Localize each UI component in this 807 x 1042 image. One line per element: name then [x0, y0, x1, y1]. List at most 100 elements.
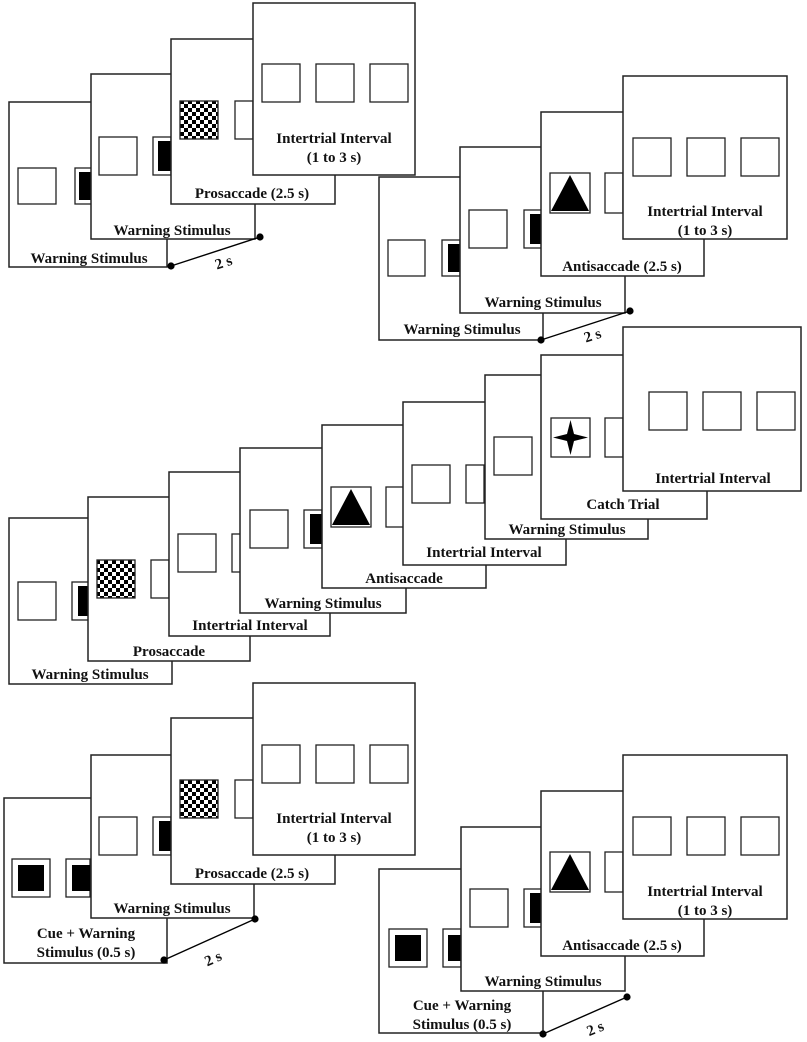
duration-label: 2 s — [585, 1019, 607, 1040]
left-placeholder-box — [98, 816, 138, 856]
center-placeholder-box — [702, 391, 742, 431]
center-placeholder-box — [315, 744, 355, 784]
label-cue-duration: Stimulus (0.5 s) — [37, 945, 136, 961]
right-placeholder-box — [369, 63, 409, 103]
frame-intertrial-interval: Intertrial Interval (1 to 3 s) — [622, 754, 788, 920]
checkerboard-icon — [179, 100, 219, 140]
left-placeholder-box — [261, 744, 301, 784]
label-warning-stimulus: Warning Stimulus — [113, 901, 230, 917]
panel-c-mixed-sequence: Warning Stimulus Prosaccade Intertrial I… — [8, 326, 802, 685]
right-placeholder-box — [604, 172, 624, 214]
timeline-a: 2 s — [167, 233, 264, 274]
frame-intertrial-interval: Intertrial Interval (1 to 3 s) — [252, 682, 416, 856]
panel-b-antisaccade-sequence: Warning Stimulus Warning Stimulus Antisa… — [378, 75, 788, 347]
checkerboard-icon — [179, 779, 219, 819]
label-prosaccade: Prosaccade — [133, 644, 206, 660]
left-placeholder-box — [17, 167, 57, 205]
left-placeholder-box — [469, 888, 509, 928]
label-cue-warning: Cue + Warning — [413, 998, 512, 1014]
label-interval-range: (1 to 3 s) — [307, 150, 362, 166]
panel-a-prosaccade-sequence: Warning Stimulus Warning Stimulus Prosac… — [8, 2, 416, 274]
label-intertrial-interval: Intertrial Interval — [192, 618, 307, 634]
warning-square-icon — [78, 586, 90, 616]
label-catch-trial: Catch Trial — [586, 497, 659, 513]
warning-square-icon — [159, 821, 171, 851]
panel-e-cued-antisaccade-sequence: Cue + Warning Stimulus (0.5 s) Warning S… — [378, 754, 788, 1040]
left-placeholder-box — [493, 436, 533, 476]
left-placeholder-box — [468, 209, 508, 249]
frame-intertrial-interval: Intertrial Interval — [622, 326, 802, 492]
right-placeholder-box — [385, 486, 405, 528]
label-intertrial-interval: Intertrial Interval — [655, 471, 770, 487]
duration-label: 2 s — [213, 253, 234, 274]
label-antisaccade: Antisaccade (2.5 s) — [562, 938, 682, 954]
label-antisaccade: Antisaccade (2.5 s) — [562, 259, 682, 275]
label-antisaccade: Antisaccade — [365, 571, 443, 587]
center-placeholder-box — [686, 137, 726, 177]
center-placeholder-box — [686, 816, 726, 856]
right-placeholder-box — [234, 779, 254, 819]
label-warning-stimulus: Warning Stimulus — [113, 223, 230, 239]
left-placeholder-box — [387, 239, 426, 277]
label-cue-warning: Cue + Warning — [37, 926, 136, 942]
right-placeholder-box — [369, 744, 409, 784]
timeline-e: 2 s — [539, 993, 631, 1040]
left-placeholder-box — [177, 533, 217, 573]
label-warning-stimulus: Warning Stimulus — [264, 596, 381, 612]
warning-square-icon — [448, 935, 461, 961]
warning-square-icon — [158, 141, 171, 171]
left-placeholder-box — [98, 136, 138, 176]
frame-intertrial-interval: Intertrial Interval (1 to 3 s) — [252, 2, 416, 176]
right-placeholder-box — [740, 137, 780, 177]
label-warning-stimulus: Warning Stimulus — [484, 974, 601, 990]
timeline-d: 2 s — [160, 915, 259, 970]
right-placeholder-box — [740, 816, 780, 856]
triangle-icon — [332, 489, 370, 525]
label-warning-stimulus: Warning Stimulus — [30, 251, 147, 267]
label-warning-stimulus: Warning Stimulus — [31, 667, 148, 683]
star-icon — [553, 420, 588, 455]
center-placeholder-box — [315, 63, 355, 103]
cue-square-icon — [18, 865, 44, 891]
left-placeholder-box — [249, 509, 289, 549]
checkerboard-icon — [96, 559, 136, 599]
label-interval-range: (1 to 3 s) — [678, 903, 733, 919]
left-placeholder-box — [411, 464, 451, 504]
label-intertrial-interval: Intertrial Interval — [426, 545, 541, 561]
right-placeholder-box — [604, 417, 624, 458]
warning-square-icon — [530, 214, 542, 244]
label-prosaccade: Prosaccade (2.5 s) — [195, 186, 309, 202]
label-cue-duration: Stimulus (0.5 s) — [413, 1017, 512, 1033]
triangle-icon — [551, 175, 589, 211]
label-warning-stimulus: Warning Stimulus — [484, 295, 601, 311]
timeline-b: 2 s — [537, 307, 634, 347]
label-intertrial-interval: Intertrial Interval — [276, 131, 391, 147]
warning-square-icon — [448, 244, 460, 272]
duration-label: 2 s — [202, 948, 224, 970]
label-warning-stimulus: Warning Stimulus — [508, 522, 625, 538]
duration-label: 2 s — [582, 326, 603, 347]
label-interval-range: (1 to 3 s) — [307, 830, 362, 846]
warning-square-icon — [79, 172, 93, 200]
left-placeholder-box — [632, 137, 672, 177]
label-interval-range: (1 to 3 s) — [678, 223, 733, 239]
panel-d-cued-prosaccade-sequence: Cue + Warning Stimulus (0.5 s) Warning S… — [3, 682, 416, 970]
left-placeholder-box — [632, 816, 672, 856]
right-placeholder-box — [604, 851, 624, 893]
left-placeholder-box — [17, 581, 57, 621]
right-placeholder-box — [234, 100, 254, 140]
label-prosaccade: Prosaccade (2.5 s) — [195, 866, 309, 882]
cue-square-icon — [395, 935, 421, 961]
label-intertrial-interval: Intertrial Interval — [276, 811, 391, 827]
warning-square-icon — [530, 893, 542, 923]
left-placeholder-box — [261, 63, 301, 103]
label-warning-stimulus: Warning Stimulus — [403, 322, 520, 338]
warning-square-icon — [72, 865, 90, 891]
frame-intertrial-interval: Intertrial Interval (1 to 3 s) — [622, 75, 788, 240]
label-intertrial-interval: Intertrial Interval — [647, 204, 762, 220]
warning-square-icon — [310, 514, 322, 544]
right-placeholder-box — [465, 464, 485, 504]
left-placeholder-box — [648, 391, 688, 431]
right-placeholder-box — [756, 391, 796, 431]
